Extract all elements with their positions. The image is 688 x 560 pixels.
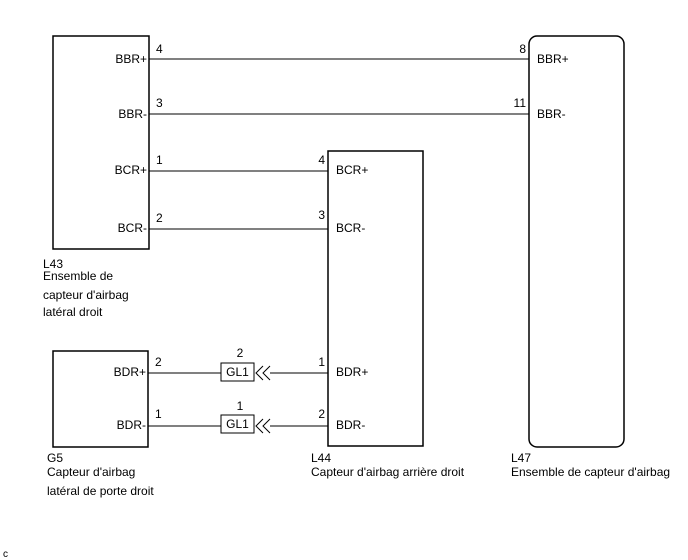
l43-pin-bcr-plus-label: BCR+ (115, 163, 147, 177)
g5-pin-bdr-plus-label: BDR+ (114, 365, 146, 379)
g5-pin-number-bdr-minus: 1 (155, 407, 162, 421)
g5-pin-number-bdr-plus: 2 (155, 355, 162, 369)
l43-pin-number-bbr-minus: 3 (156, 96, 163, 110)
gl1-lower-pin-number: 1 (237, 399, 244, 413)
g5-ref: G5 (47, 451, 63, 465)
gl1-lower-label: GL1 (226, 417, 249, 431)
l43-pin-bcr-minus-label: BCR- (118, 221, 147, 235)
g5-name-line-2: latéral de porte droit (47, 484, 154, 498)
gl1-connector-lower: 1 GL1 (220, 399, 271, 434)
gl1-upper-pin-number: 2 (237, 346, 244, 360)
gl1-lower-chevron-icon (255, 418, 271, 434)
l44-pin-number-bdr-minus: 2 (318, 407, 325, 421)
gl1-upper-box (220, 362, 255, 382)
l44-name-line-1: Capteur d'airbag arrière droit (311, 465, 465, 479)
gl1-upper-chevron-icon (255, 365, 271, 381)
l47-pin-number-bbr-plus: 8 (519, 42, 526, 56)
g5-pin-bdr-minus-label: BDR- (117, 418, 146, 432)
l43-pin-bbr-plus-label: BBR+ (115, 52, 147, 66)
figure-code: c (3, 549, 8, 560)
l44-pin-bdr-plus-label: BDR+ (336, 365, 368, 379)
l43-name-line-1: Ensemble de (43, 269, 113, 283)
l43-ref: L43 (43, 257, 63, 271)
l47-pin-bbr-minus-label: BBR- (537, 107, 566, 121)
l43-box (52, 35, 150, 250)
l44-pin-number-bcr-plus: 4 (318, 153, 325, 167)
l43-pin-number-bcr-minus: 2 (156, 211, 163, 225)
gl1-connector-upper: 2 GL1 (220, 346, 271, 382)
l47-ref: L47 (511, 451, 531, 465)
g5-box (52, 350, 149, 448)
l43-name-line-3: latéral droit (43, 305, 103, 319)
l47-pin-bbr-plus-label: BBR+ (537, 52, 569, 66)
l44-box (327, 150, 424, 447)
l43-pin-number-bbr-plus: 4 (156, 42, 163, 56)
gl1-lower-box (220, 414, 255, 434)
l44-ref: L44 (311, 451, 331, 465)
l47-name-line-1: Ensemble de capteur d'airbag (511, 465, 670, 479)
l44-pin-bdr-minus-label: BDR- (336, 418, 365, 432)
g5-name-line-1: Capteur d'airbag (47, 465, 135, 479)
l43-name-line-2: capteur d'airbag (43, 288, 129, 302)
l44-pin-bcr-plus-label: BCR+ (336, 163, 368, 177)
l44-pin-number-bdr-plus: 1 (318, 355, 325, 369)
l44-pin-number-bcr-minus: 3 (318, 208, 325, 222)
l44-pin-bcr-minus-label: BCR- (336, 221, 365, 235)
l47-box (528, 35, 625, 448)
l47-pin-number-bbr-minus: 11 (514, 96, 527, 110)
l43-pin-number-bcr-plus: 1 (156, 153, 163, 167)
l43-pin-bbr-minus-label: BBR- (118, 107, 147, 121)
gl1-upper-label: GL1 (226, 365, 249, 379)
